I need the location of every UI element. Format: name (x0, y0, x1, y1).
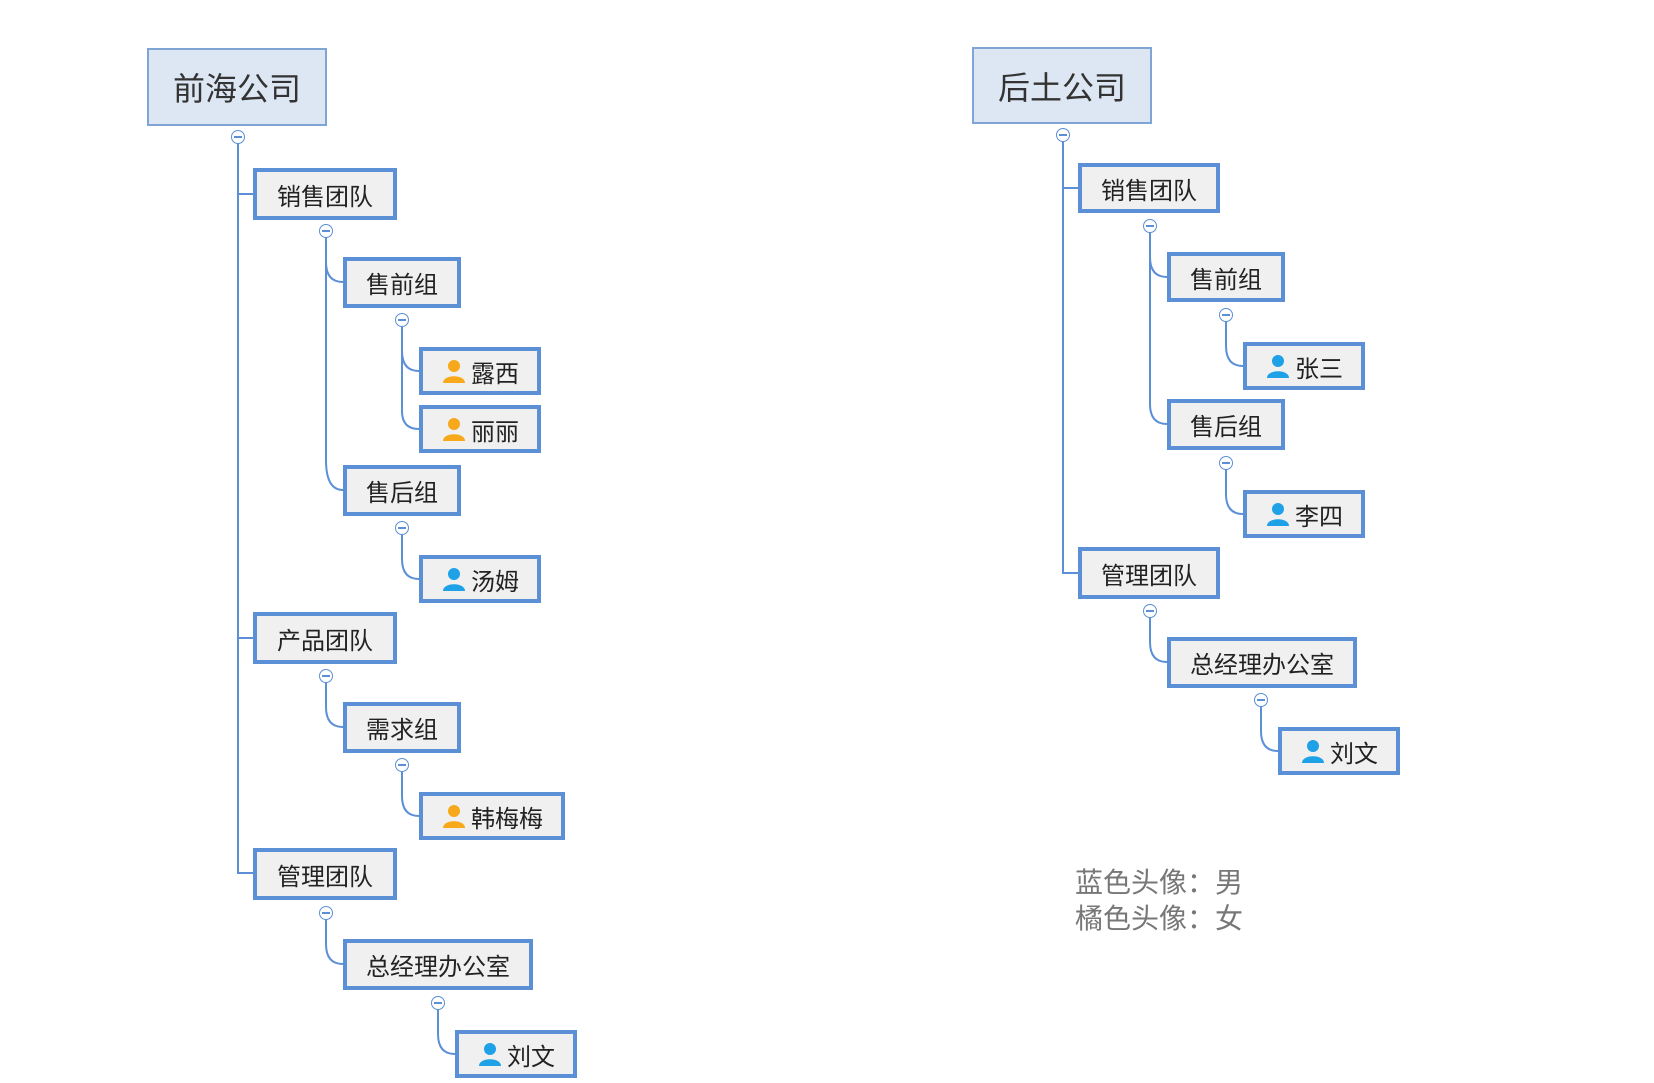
person-name: 韩梅梅 (471, 804, 543, 833)
collapse-icon[interactable] (319, 669, 333, 683)
node-label: 总经理办公室 (366, 953, 510, 981)
collapse-icon[interactable] (431, 996, 445, 1010)
person-node-liuwen[interactable]: 刘文 (455, 1030, 577, 1078)
collapse-icon[interactable] (231, 130, 245, 144)
collapse-icon[interactable] (319, 906, 333, 920)
node-aftersales-group[interactable]: 售后组 (343, 465, 461, 516)
collapse-icon[interactable] (395, 521, 409, 535)
collapse-icon[interactable] (1219, 456, 1233, 470)
person-node-liuwen[interactable]: 刘文 (1278, 727, 1400, 775)
collapse-icon[interactable] (1219, 308, 1233, 322)
collapse-icon[interactable] (319, 224, 333, 238)
user-blue-icon (1302, 740, 1324, 763)
legend-male: 蓝色头像：男 (1075, 866, 1244, 899)
person-node-luxi[interactable]: 露西 (419, 347, 541, 395)
node-gm-office[interactable]: 总经理办公室 (343, 939, 533, 990)
avatar-legend: 蓝色头像：男 橘色头像：女 (1075, 865, 1243, 937)
collapse-icon[interactable] (1143, 219, 1157, 233)
person-node-tom[interactable]: 汤姆 (419, 555, 541, 603)
collapse-icon[interactable] (1056, 128, 1070, 142)
node-label: 售后组 (366, 479, 438, 507)
node-gm-office[interactable]: 总经理办公室 (1167, 637, 1357, 688)
collapse-icon[interactable] (395, 758, 409, 772)
node-label: 管理团队 (1101, 561, 1197, 590)
root-node-qianhai[interactable]: 前海公司 (147, 48, 327, 126)
collapse-icon[interactable] (1254, 693, 1268, 707)
node-management-team[interactable]: 管理团队 (1078, 547, 1220, 599)
user-orange-icon (443, 805, 465, 828)
person-node-hanmeimei[interactable]: 韩梅梅 (419, 792, 565, 840)
legend-female: 橘色头像：女 (1075, 902, 1244, 935)
person-name: 丽丽 (471, 417, 519, 446)
person-name: 刘文 (1330, 739, 1378, 768)
node-presales-group[interactable]: 售前组 (343, 257, 461, 308)
node-aftersales-group[interactable]: 售后组 (1167, 399, 1285, 450)
person-name: 露西 (471, 359, 519, 388)
person-name: 刘文 (507, 1042, 555, 1071)
node-sales-team[interactable]: 销售团队 (1078, 163, 1220, 213)
user-blue-icon (479, 1043, 501, 1066)
user-blue-icon (1267, 355, 1289, 378)
node-product-team[interactable]: 产品团队 (253, 612, 397, 664)
node-presales-group[interactable]: 售前组 (1167, 252, 1285, 302)
person-node-zhangsan[interactable]: 张三 (1243, 342, 1365, 390)
root-label: 后土公司 (997, 68, 1126, 107)
person-node-lisi[interactable]: 李四 (1243, 490, 1365, 538)
node-label: 管理团队 (277, 862, 373, 891)
node-label: 售前组 (366, 271, 438, 299)
root-node-houtu[interactable]: 后土公司 (972, 47, 1152, 124)
node-label: 总经理办公室 (1190, 651, 1334, 679)
collapse-icon[interactable] (395, 313, 409, 327)
root-label: 前海公司 (172, 70, 301, 108)
node-label: 销售团队 (277, 182, 373, 211)
person-name: 汤姆 (471, 567, 519, 596)
person-name: 李四 (1295, 502, 1343, 531)
user-orange-icon (443, 360, 465, 383)
node-sales-team[interactable]: 销售团队 (253, 168, 397, 220)
node-requirements-group[interactable]: 需求组 (343, 702, 461, 753)
node-label: 售后组 (1190, 413, 1262, 441)
node-label: 产品团队 (277, 626, 373, 655)
node-label: 销售团队 (1101, 176, 1197, 205)
user-orange-icon (443, 418, 465, 441)
node-label: 售前组 (1190, 265, 1262, 294)
person-name: 张三 (1295, 354, 1343, 383)
collapse-icon[interactable] (1143, 604, 1157, 618)
person-node-lili[interactable]: 丽丽 (419, 405, 541, 453)
node-label: 需求组 (366, 716, 438, 744)
node-management-team[interactable]: 管理团队 (253, 848, 397, 900)
user-blue-icon (443, 568, 465, 591)
user-blue-icon (1267, 503, 1289, 526)
